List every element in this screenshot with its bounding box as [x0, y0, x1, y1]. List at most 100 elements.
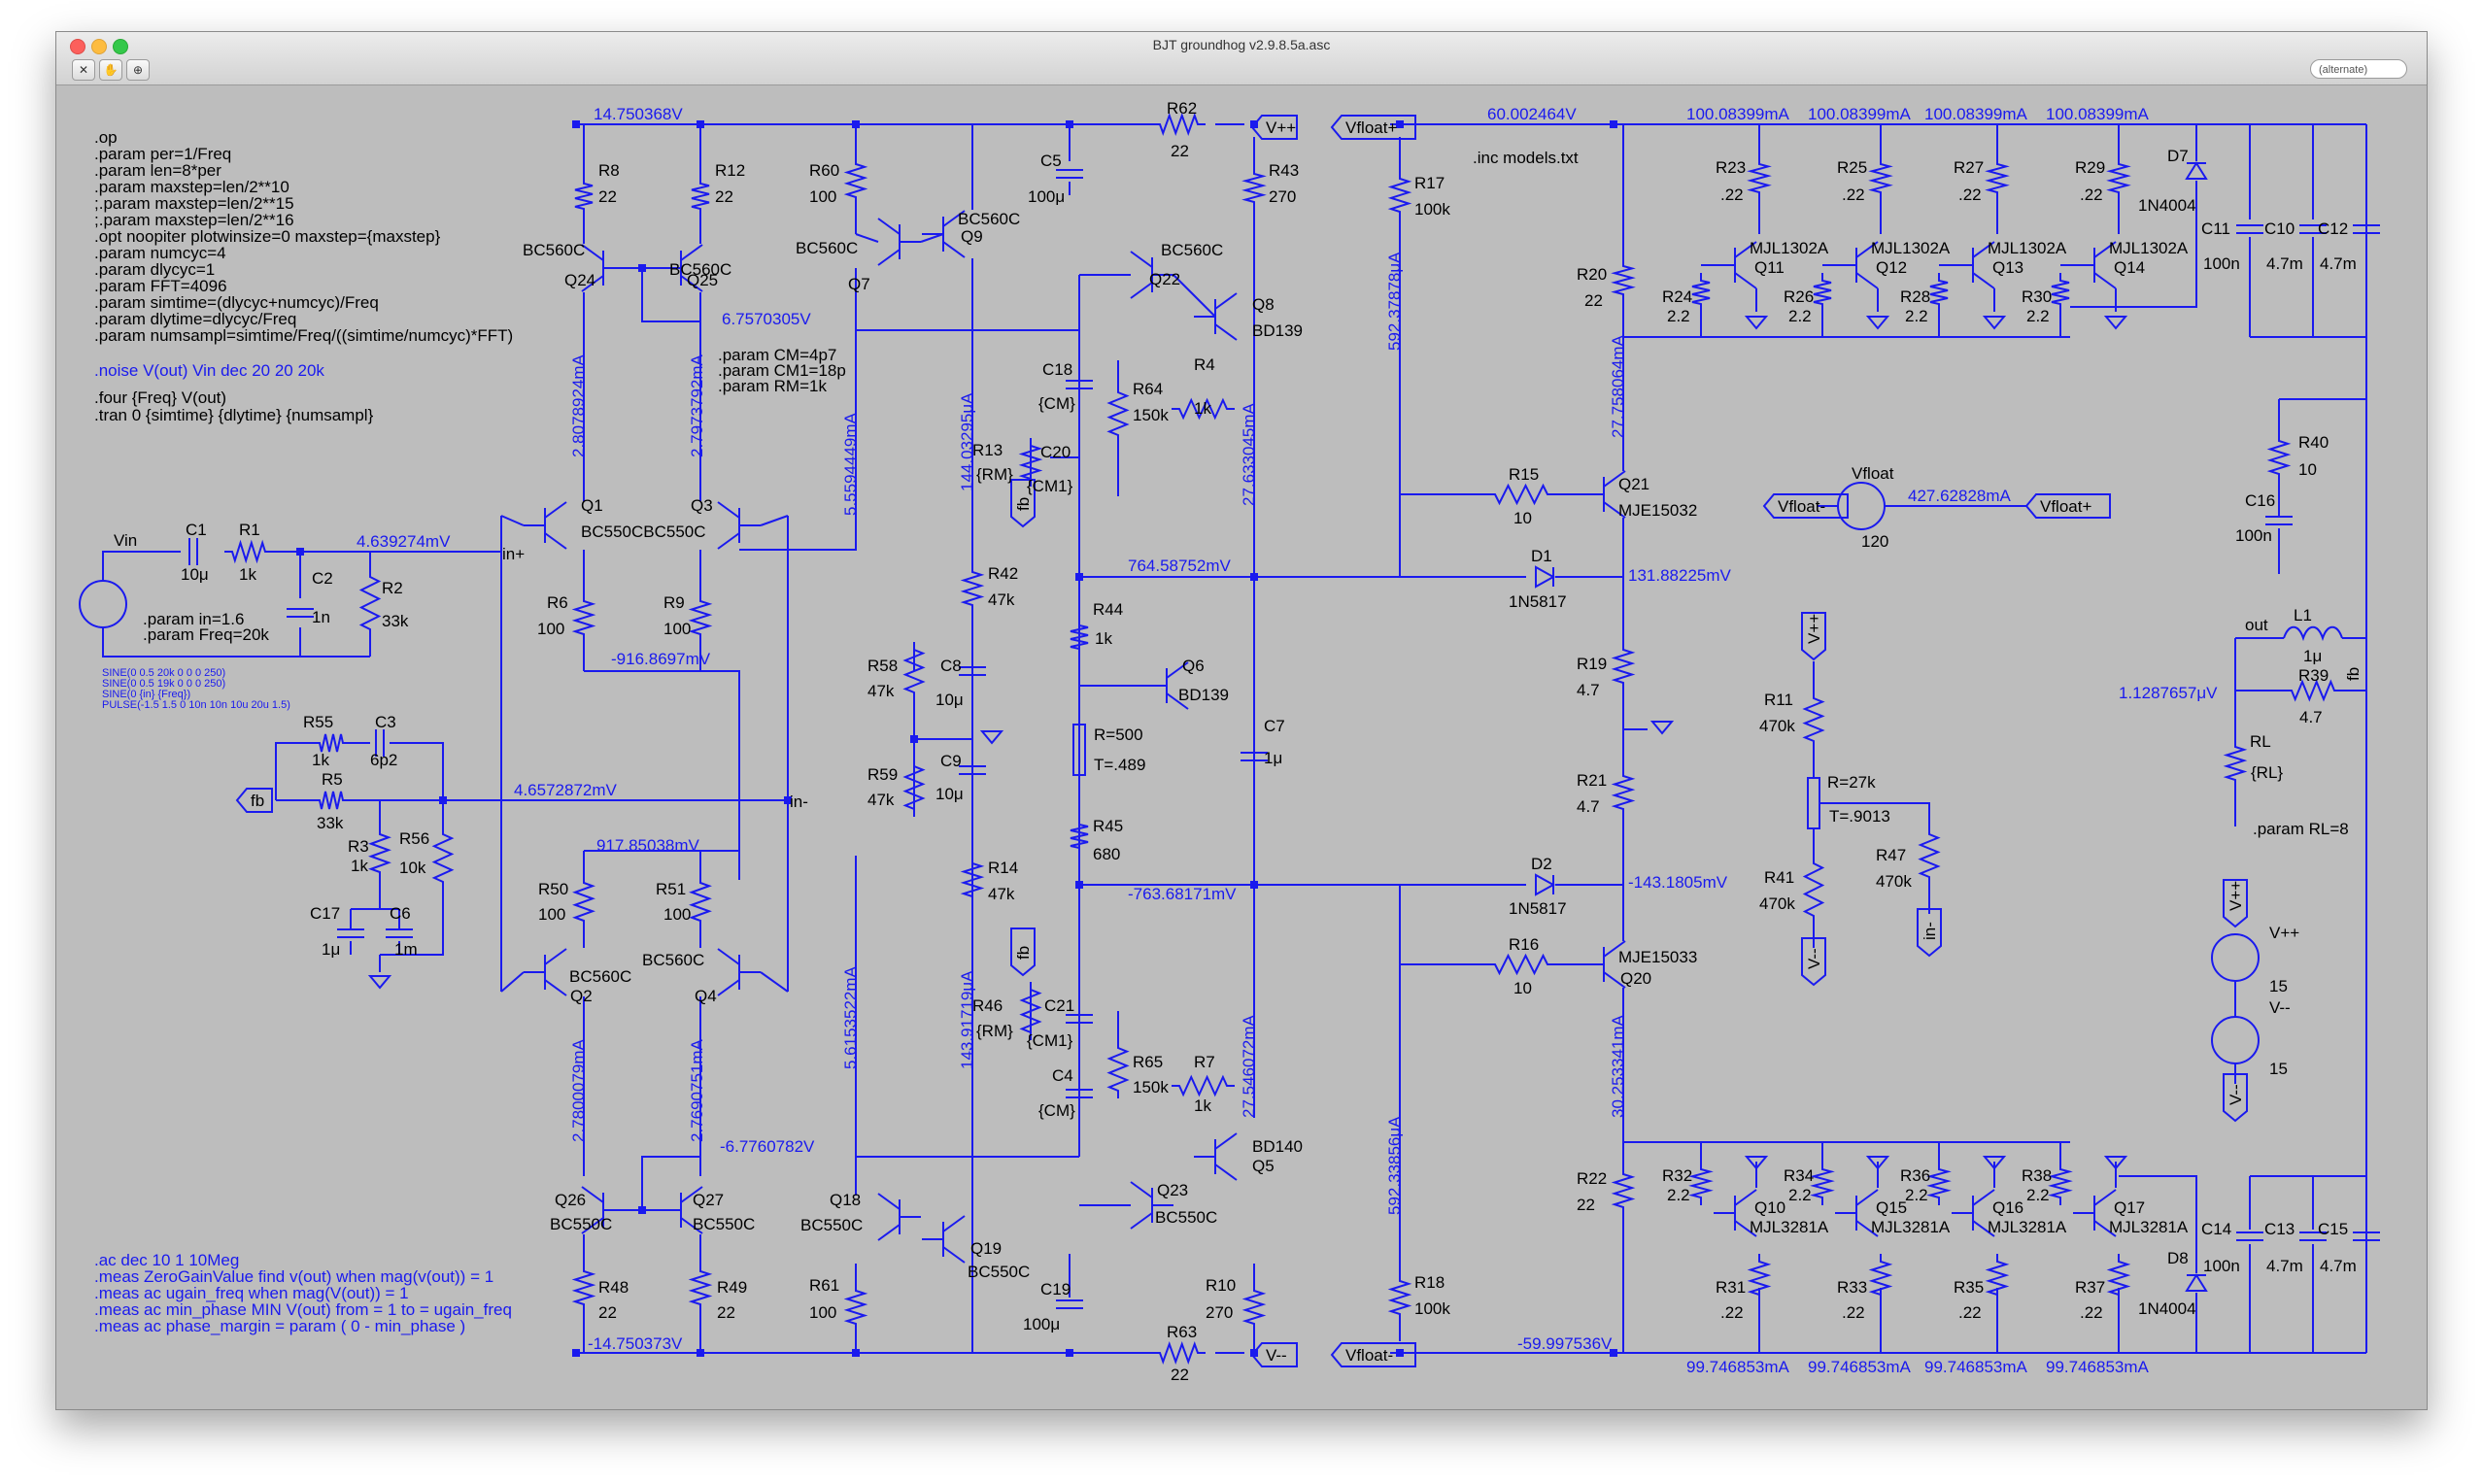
transistor [1603, 470, 1626, 488]
label: 470k [1876, 872, 1912, 891]
branch-current: 5.6153522mA [841, 965, 860, 1069]
spice-directive: .param numsampl=simtime/Freq/((simtime/n… [94, 326, 513, 345]
node-voltage: 764.58752mV [1128, 556, 1232, 575]
transistor [2093, 272, 2117, 289]
branch-current: 30.253341mA [1609, 1014, 1627, 1118]
resistor [1241, 166, 1267, 210]
label: R65 [1133, 1053, 1163, 1071]
label: 2.2 [2026, 1186, 2050, 1204]
resistor [1387, 171, 1412, 219]
label: 22 [715, 187, 733, 206]
branch-current: 100.08399mA [1686, 105, 1790, 123]
minimize-button[interactable] [91, 39, 107, 54]
ground-icon [1865, 316, 1890, 330]
label: D7 [2167, 147, 2189, 165]
transistor [2093, 1220, 2117, 1237]
wire [855, 233, 879, 243]
net-flag-label: V-- [2227, 1084, 2245, 1105]
zoom-button[interactable] [113, 39, 128, 54]
junction-dot [572, 120, 580, 128]
resistor [1241, 1283, 1267, 1332]
label: 1m [394, 940, 418, 959]
transistor [1166, 661, 1189, 679]
label: R19 [1577, 655, 1607, 673]
label: 22 [1577, 1196, 1595, 1214]
transistor [942, 1215, 966, 1232]
resistor [1070, 618, 1089, 657]
label: R23 [1716, 158, 1746, 177]
branch-current: 99.746853mA [1924, 1358, 2028, 1376]
spice-directive: .param FFT=4096 [94, 277, 227, 295]
label: D2 [1531, 855, 1552, 873]
branch-current: 2.7973792mA [688, 354, 706, 457]
junction-dot [1250, 881, 1258, 889]
label: R38 [2022, 1166, 2052, 1185]
input-param: .param in=1.6 [143, 610, 244, 628]
net-flag-label: Vfloat+ [2040, 497, 2091, 516]
source-alt: SINE(0 0.5 19k 0 0 0 250) [102, 678, 225, 690]
label: C4 [1052, 1066, 1073, 1085]
transistor [717, 948, 740, 965]
transistor [544, 948, 567, 965]
node-voltage: 6.7570305V [722, 310, 811, 328]
junction-dot [784, 796, 792, 804]
label: 100k [1414, 200, 1450, 219]
label: C16 [2245, 491, 2275, 510]
label: R37 [2075, 1278, 2105, 1297]
label: R50 [538, 880, 568, 898]
search-field[interactable]: (alternate) [2310, 59, 2407, 79]
hand-icon[interactable]: ✋ [99, 59, 122, 81]
transistor [717, 532, 740, 550]
junction-dot [910, 735, 918, 743]
label: Q25 [687, 271, 718, 289]
label: 22 [598, 1303, 617, 1322]
label: R17 [1414, 174, 1445, 192]
wire [102, 551, 181, 581]
label: Q13 [1992, 258, 2023, 277]
label: BC550C [550, 1215, 612, 1233]
label: 1k [351, 857, 368, 875]
label: C21 [1044, 996, 1074, 1015]
transistor [1972, 272, 1995, 289]
label: .22 [2080, 186, 2103, 204]
label: C9 [940, 752, 962, 770]
transistor [1130, 1212, 1153, 1230]
junction-dot [1250, 573, 1258, 581]
wire [275, 742, 312, 800]
meas-directive: .meas ac ugain_freq when mag(V(out)) = 1 [94, 1284, 409, 1302]
label: .22 [1958, 1303, 1982, 1322]
pointer-icon[interactable]: ✕ [72, 59, 95, 81]
label: .22 [1842, 1303, 1865, 1322]
resistor [1813, 273, 1832, 312]
resistor [224, 539, 273, 564]
schematic-canvas[interactable]: .op.param per=1/Freq.param len=8*per.par… [56, 85, 2427, 1409]
label: R41 [1764, 868, 1794, 887]
net-flag [1917, 908, 1942, 958]
net-flag [2223, 1073, 2248, 1123]
probe-icon[interactable]: ⊕ [126, 59, 150, 81]
transistor [1603, 971, 1626, 989]
label: C11 [2201, 219, 2230, 238]
label: MJE15033 [1618, 948, 1697, 966]
label: R6 [547, 593, 568, 612]
label: R8 [598, 161, 620, 180]
label: R64 [1133, 380, 1163, 398]
transistor [942, 241, 966, 258]
label: R61 [809, 1276, 839, 1295]
c2-value: 1n [312, 608, 330, 626]
label: R21 [1577, 771, 1607, 790]
cm-param: .param CM=4p7 [718, 346, 836, 364]
transistor [2093, 241, 2117, 258]
label: C5 [1040, 152, 1062, 170]
label: 100μ [1023, 1315, 1060, 1333]
r2-label: R2 [382, 579, 403, 597]
meas-directive: .meas ZeroGainValue find v(out) when mag… [94, 1267, 493, 1286]
transistor [1972, 1189, 1995, 1206]
resistor [902, 759, 926, 817]
label: {RM} [976, 1022, 1013, 1040]
schematic-svg[interactable]: .op.param per=1/Freq.param len=8*per.par… [56, 85, 2427, 1409]
close-button[interactable] [70, 39, 85, 54]
label: R15 [1509, 465, 1539, 484]
net-label: in- [790, 793, 808, 811]
resistor [571, 1264, 596, 1312]
